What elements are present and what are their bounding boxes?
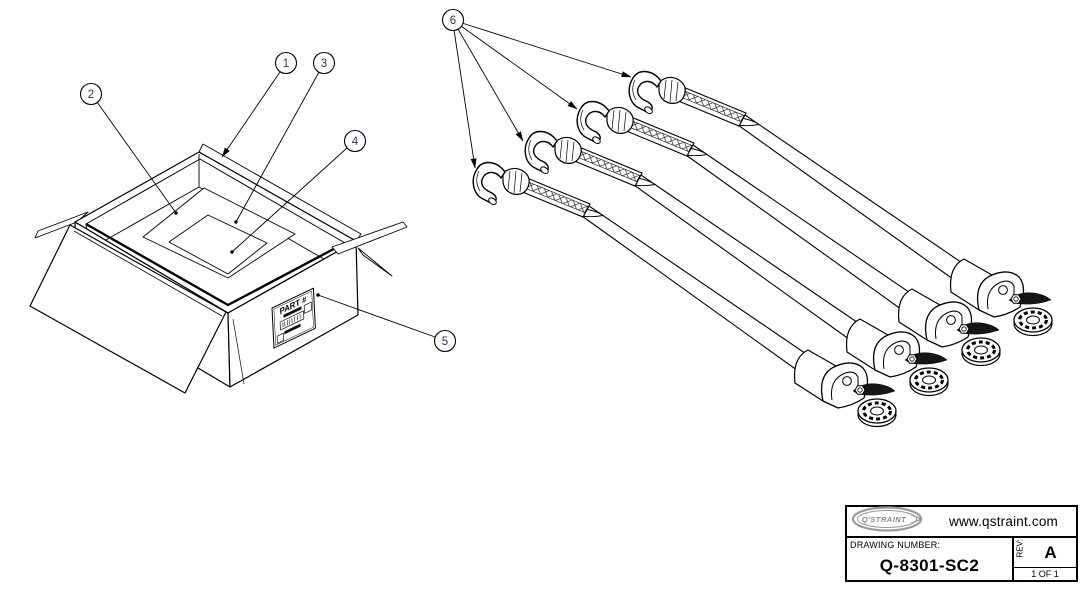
box-flap-fold-line bbox=[73, 230, 223, 317]
drawing-number-value: Q-8301-SC2 bbox=[879, 556, 980, 575]
leader-4 bbox=[231, 147, 348, 253]
qstraint-logo-graphic: Q'STRAINT bbox=[851, 506, 923, 532]
strap-assembly-4 bbox=[471, 161, 898, 428]
revision-value: A bbox=[1044, 542, 1057, 562]
box-inner-item bbox=[168, 214, 268, 275]
callout-6-number: 6 bbox=[450, 15, 456, 27]
title-block-bottom-row: DRAWING NUMBER: Q-8301-SC2 REV: A 1 OF 1 bbox=[847, 538, 1076, 582]
callout-balloon-5: 5 bbox=[433, 329, 457, 353]
shipping-box-drawing: PART # bbox=[29, 143, 408, 394]
callout-1-number: 1 bbox=[283, 58, 289, 70]
callout-4-number: 4 bbox=[352, 136, 359, 148]
strap-assembly-2 bbox=[575, 100, 1002, 368]
leader-6a bbox=[461, 22, 632, 78]
leader-5-dot bbox=[316, 293, 320, 297]
leader-6c bbox=[457, 28, 524, 142]
qstraint-logo-text: Q'STRAINT bbox=[862, 515, 908, 524]
revision-cell: REV: A 1 OF 1 bbox=[1014, 538, 1076, 582]
label-box-small-right bbox=[303, 301, 313, 314]
callout-3-number: 3 bbox=[321, 58, 327, 70]
box-part-label: PART # bbox=[271, 287, 316, 349]
logo-arrow-icon bbox=[910, 513, 923, 525]
callout-2-number: 2 bbox=[88, 89, 94, 101]
leader-6d bbox=[453, 29, 477, 169]
drawing-number-cell: DRAWING NUMBER: Q-8301-SC2 bbox=[847, 538, 1014, 582]
revision-row: REV: A bbox=[1014, 538, 1076, 567]
qstraint-logo: Q'STRAINT bbox=[851, 506, 931, 537]
box-wall-edge bbox=[85, 222, 346, 307]
callout-balloon-6: 6 bbox=[441, 8, 465, 32]
leader-4-dot bbox=[230, 250, 234, 254]
box-flap-front bbox=[29, 224, 227, 394]
drawing-number-label: DRAWING NUMBER: bbox=[850, 540, 941, 550]
callout-balloon-4: 4 bbox=[343, 129, 367, 153]
callout-balloon-2: 2 bbox=[79, 82, 103, 106]
leader-5 bbox=[317, 294, 436, 338]
box-flap-right-upper bbox=[331, 221, 408, 255]
label-bar-2 bbox=[284, 323, 301, 335]
strap-assembly-3 bbox=[523, 130, 950, 397]
label-box-small-left bbox=[276, 332, 285, 344]
sheet-number: 1 OF 1 bbox=[1014, 567, 1076, 582]
leader-6b bbox=[460, 25, 578, 110]
title-block: Q'STRAINT www.qstraint.com DRAWING NUMBE… bbox=[845, 505, 1078, 582]
callout-balloon-3: 3 bbox=[312, 51, 336, 75]
label-bar-1 bbox=[283, 306, 302, 318]
label-barcode-lines bbox=[282, 313, 301, 328]
leader-3 bbox=[235, 71, 320, 223]
leader-1 bbox=[221, 71, 281, 158]
callout-balloon-1: 1 bbox=[274, 51, 298, 75]
box-flap-right-lower bbox=[357, 247, 393, 277]
callouts: 1 2 3 4 5 6 bbox=[79, 8, 632, 353]
box-flap-left bbox=[34, 211, 89, 239]
leader-2-dot bbox=[174, 211, 178, 215]
leader-2 bbox=[96, 101, 177, 214]
leader-3-dot bbox=[234, 220, 238, 224]
website-url: www.qstraint.com bbox=[949, 514, 1058, 529]
title-block-top-row: Q'STRAINT www.qstraint.com bbox=[847, 506, 1076, 538]
box-crease-line bbox=[232, 318, 245, 385]
callout-5-number: 5 bbox=[442, 336, 448, 348]
revision-label: REV: bbox=[1015, 539, 1025, 558]
